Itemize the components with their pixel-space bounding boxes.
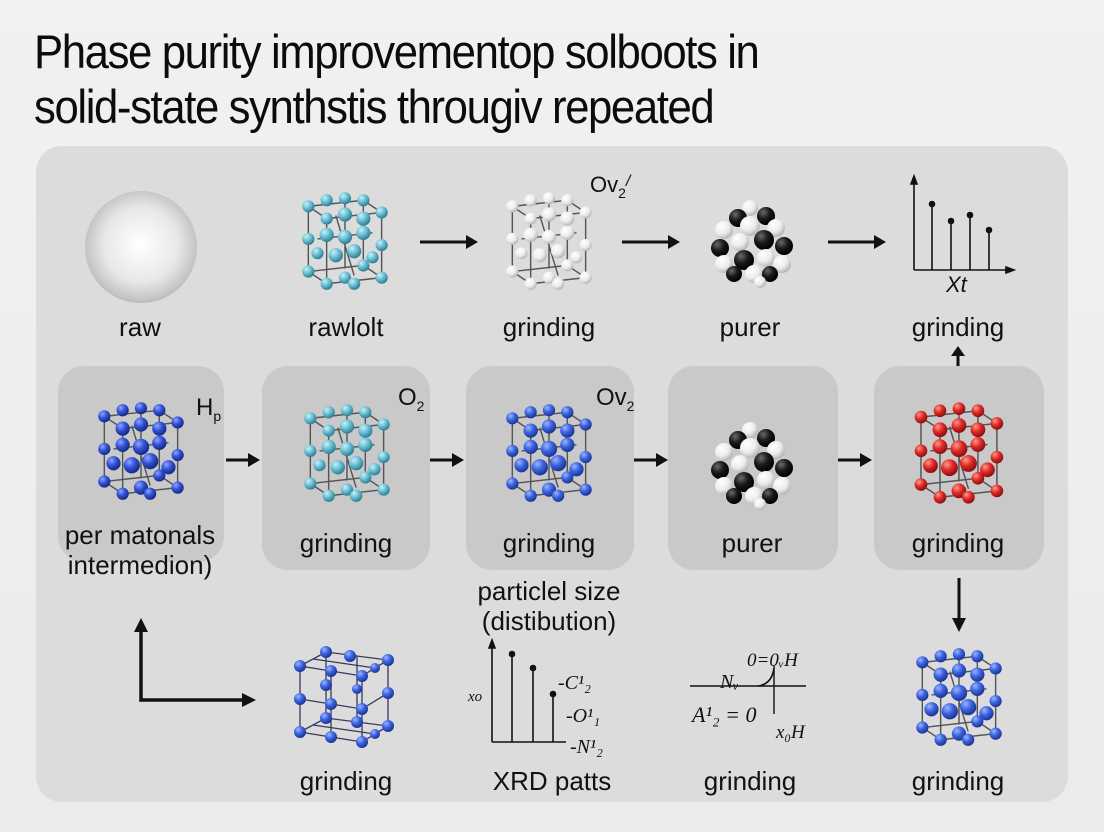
- arrow-right-icon: [838, 453, 872, 467]
- title-line-2: solid-state synthstis througiv repeated: [34, 80, 715, 133]
- arrow-right-icon: [828, 235, 886, 249]
- page-title: Phase purity improvementop solboots in s…: [34, 24, 760, 134]
- step-box-4: [668, 366, 838, 570]
- xrd-peak-label-n: -N¹₂: [570, 736, 603, 758]
- row2-label-grinding-1: grinding: [299, 528, 393, 558]
- hysteresis-sketch-icon: [690, 666, 806, 714]
- arrow-right-icon: [634, 453, 668, 467]
- row2-label-grinding-red: grinding: [911, 528, 1005, 558]
- arrow-right-icon: [622, 235, 680, 249]
- row1-label-raw: raw: [119, 312, 161, 342]
- xrd-chart-icon: [909, 173, 1017, 275]
- row2-label-intermediate: per matonals intermedion): [64, 520, 216, 580]
- step-box-3: [466, 366, 634, 570]
- eq-left: A¹₂ = 0: [692, 702, 757, 727]
- blue-lattice-icon: [916, 648, 1002, 746]
- black-white-cluster-icon: [711, 200, 793, 288]
- row3-label-grinding-1: grinding: [299, 766, 393, 796]
- annotation-ov2: Ov2: [596, 384, 635, 414]
- row1-label-purer: purer: [719, 312, 781, 342]
- arrow-right-icon: [430, 453, 464, 467]
- eq-nv: Nᵥ: [720, 671, 739, 693]
- step-box-2: [262, 366, 430, 570]
- red-lattice-icon: [914, 402, 1004, 504]
- row2-label-grinding-2: grinding: [502, 528, 596, 558]
- chart-axis-label-xt: Xt: [946, 272, 967, 297]
- xrd-y-label: xo: [468, 689, 483, 705]
- row3-label-grinding-2: grinding: [703, 766, 797, 796]
- xrd-pattern-chart: [487, 637, 566, 743]
- black-white-cluster-icon: [711, 422, 793, 510]
- l-arrow-icon: [134, 618, 256, 707]
- arrow-down-icon: [952, 578, 966, 632]
- annotation-o2: O2: [398, 384, 425, 414]
- cyan-lattice-icon: [304, 404, 390, 502]
- white-lattice-icon: [506, 192, 592, 290]
- row2-label-purer: purer: [721, 528, 783, 558]
- arrow-right-icon: [226, 453, 260, 467]
- raw-sphere-icon: [85, 191, 197, 303]
- row3-label-grinding-final: grinding: [911, 766, 1005, 796]
- blue-simple-lattice-icon: [294, 646, 394, 748]
- row1-label-grinding-chart: grinding: [911, 312, 1005, 342]
- arrow-right-icon: [420, 235, 478, 249]
- annotation-ov2-top: Ov2/: [590, 172, 631, 201]
- xrd-peak-label-o: -O¹₁: [566, 705, 601, 727]
- eq-bottom: x₀H: [776, 722, 805, 743]
- blue-lattice-icon: [98, 402, 184, 500]
- cyan-lattice-icon: [302, 192, 388, 290]
- xrd-peak-label-c: -C¹₂: [558, 672, 591, 694]
- annotation-hp: Hp: [196, 394, 222, 424]
- row3-label-xrd-patts: XRD patts: [492, 766, 612, 796]
- blue-lattice-icon: [506, 404, 592, 502]
- eq-top: 0=0ᵥH: [747, 650, 798, 671]
- title-line-1: Phase purity improvementop solboots in: [34, 25, 760, 78]
- row1-label-grinding: grinding: [502, 312, 596, 342]
- row1-label-rawlolt: rawlolt: [308, 312, 384, 342]
- particle-size-note: particlel size (distibution): [477, 576, 621, 636]
